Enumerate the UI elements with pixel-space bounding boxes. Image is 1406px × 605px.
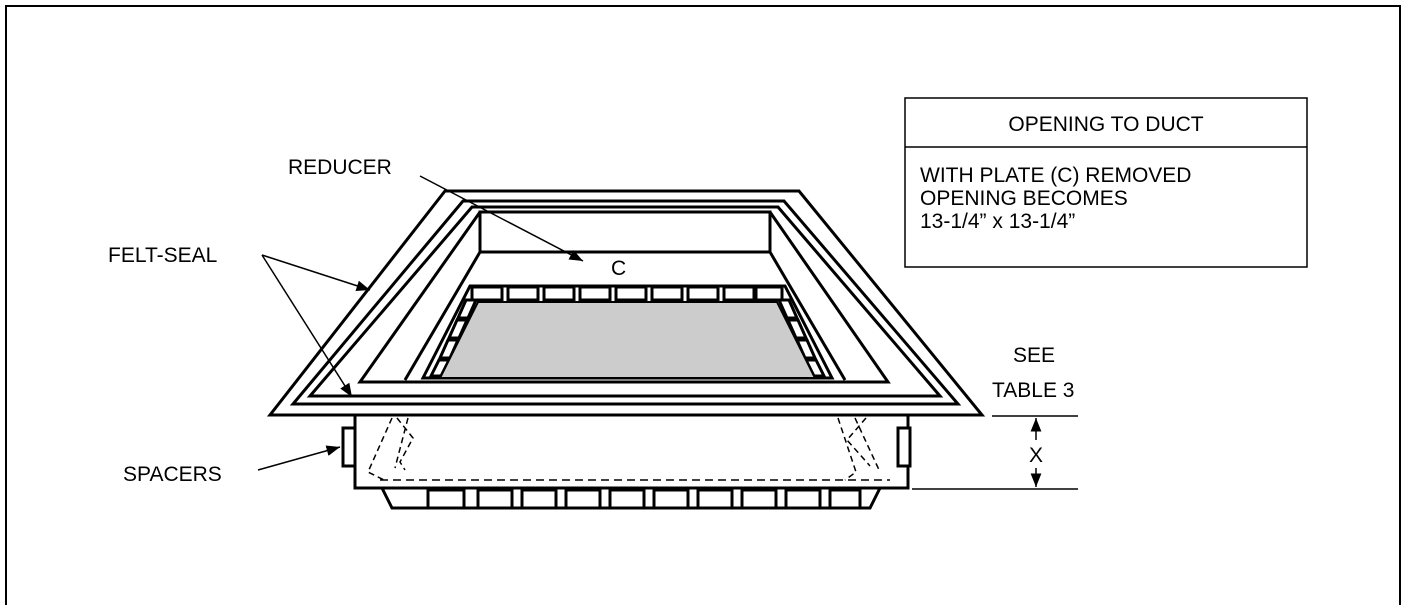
leader-felt-seal-outer <box>261 254 371 291</box>
box-base <box>341 413 912 490</box>
callout-felt-seal: FELT-SEAL <box>108 244 371 398</box>
callout-reducer: REDUCER <box>288 156 584 262</box>
label-felt-seal: FELT-SEAL <box>108 244 217 267</box>
label-reducer: REDUCER <box>288 156 392 179</box>
leader-reducer <box>419 175 584 262</box>
info-box-title: OPENING TO DUCT <box>1008 113 1203 136</box>
base-body <box>353 413 910 490</box>
hidden-spacer-right <box>837 417 881 481</box>
duct-opening <box>438 301 817 379</box>
leader-spacers <box>257 445 341 471</box>
well-right-edge <box>768 251 847 381</box>
info-box-line: WITH PLATE (C) REMOVED <box>920 164 1191 187</box>
label-spacers: SPACERS <box>123 463 222 486</box>
label-plate-c: C <box>611 257 626 280</box>
frame-border <box>5 5 1401 605</box>
spacer-left <box>341 426 357 468</box>
info-box-line: OPENING BECOMES <box>920 187 1128 210</box>
reducer-well <box>403 210 847 381</box>
dimension-x: SEE TABLE 3 X <box>912 344 1078 490</box>
callout-spacers: SPACERS <box>123 445 341 486</box>
info-box-frame <box>904 97 1308 268</box>
label-dimension-x: X <box>1029 444 1043 467</box>
label-table-ref: TABLE 3 <box>992 379 1074 402</box>
rim-tabs-top <box>470 285 784 302</box>
rim-tabs-right <box>776 298 827 378</box>
leader-felt-seal-inner <box>261 254 353 398</box>
skirt-tabs <box>426 488 862 510</box>
info-box: OPENING TO DUCT WITH PLATE (C) REMOVED O… <box>904 97 1308 268</box>
label-see: SEE <box>1013 344 1055 367</box>
bottom-skirt <box>379 486 883 510</box>
back-wall <box>478 210 772 254</box>
rim-tabs-left <box>428 298 479 378</box>
hidden-spacer-left <box>367 417 414 481</box>
well-left-edge <box>403 251 482 381</box>
info-box-line: 13-1/4” x 13-1/4” <box>920 210 1075 233</box>
spacer-right <box>896 426 912 468</box>
